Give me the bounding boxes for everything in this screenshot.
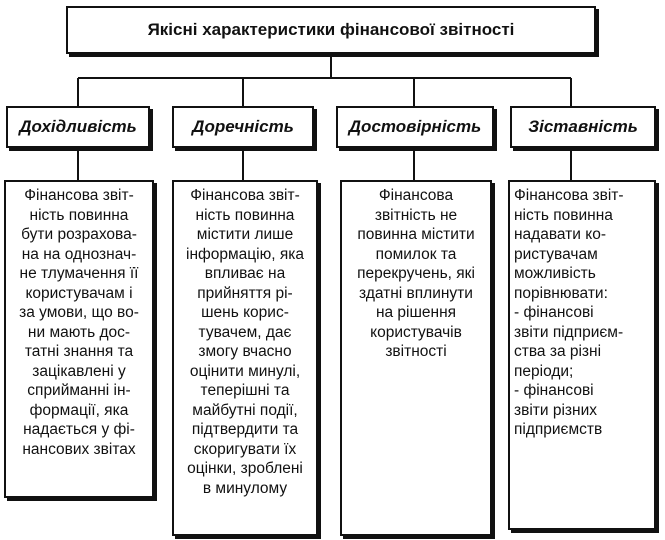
description-dorechnist: Фінансова звіт- ність повинна містити ли… xyxy=(172,180,318,536)
description-dostovirnist: Фінансова звітність не повинна містити п… xyxy=(340,180,492,536)
header-dokhidlyvist: Дохідливість xyxy=(6,106,150,148)
header-dostovirnist: Достовірність xyxy=(336,106,494,148)
description-zistavnist: Фінансова звіт- ність повинна надавати к… xyxy=(508,180,656,530)
description-dokhidlyvist: Фінансова звіт- ність повинна бути розра… xyxy=(4,180,154,498)
diagram-title: Якісні характеристики фінансової звітнос… xyxy=(66,6,596,54)
header-dorechnist: Доречність xyxy=(172,106,314,148)
header-zistavnist: Зіставність xyxy=(510,106,656,148)
